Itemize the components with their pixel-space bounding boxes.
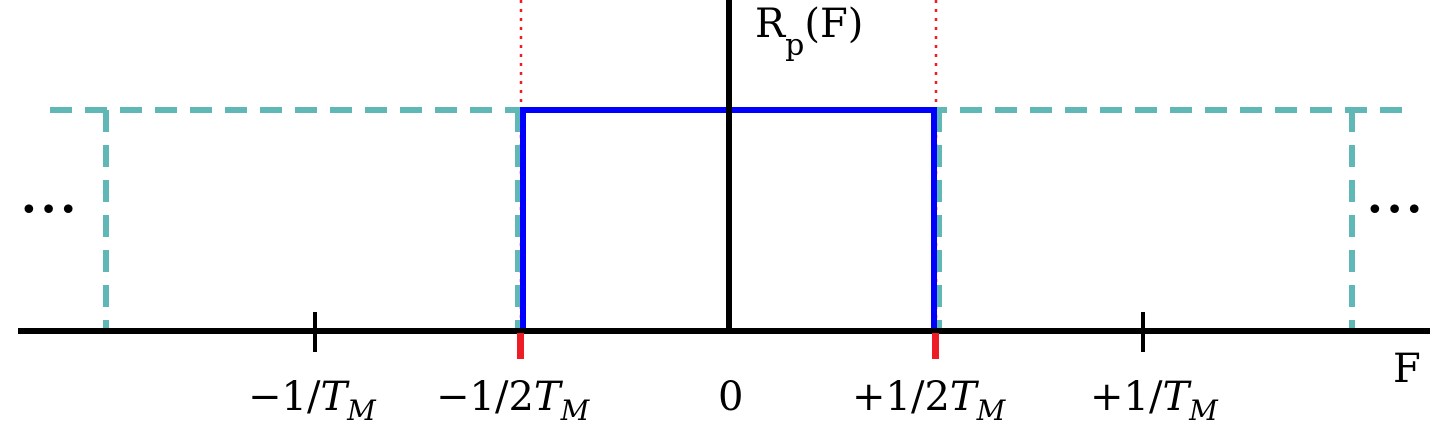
tick-label-zero: 0 <box>718 374 743 420</box>
tick-mark-neg-half-over-tm <box>517 333 524 359</box>
x-axis-label: F <box>1393 346 1421 392</box>
tick-mark-pos-half-over-tm <box>932 333 939 359</box>
right-ellipsis: ••• <box>1366 193 1425 228</box>
tick-label-pos-half-over-tm: +1/2TM <box>852 374 1007 426</box>
tick-label-neg-1-over-tm: −1/TM <box>248 374 377 426</box>
tick-label-pos-1-over-tm: +1/TM <box>1090 374 1219 426</box>
y-axis-label: Rp(F) <box>755 1 863 63</box>
tick-label-neg-half-over-tm: −1/2TM <box>436 374 591 426</box>
left-ellipsis: ••• <box>20 193 79 228</box>
